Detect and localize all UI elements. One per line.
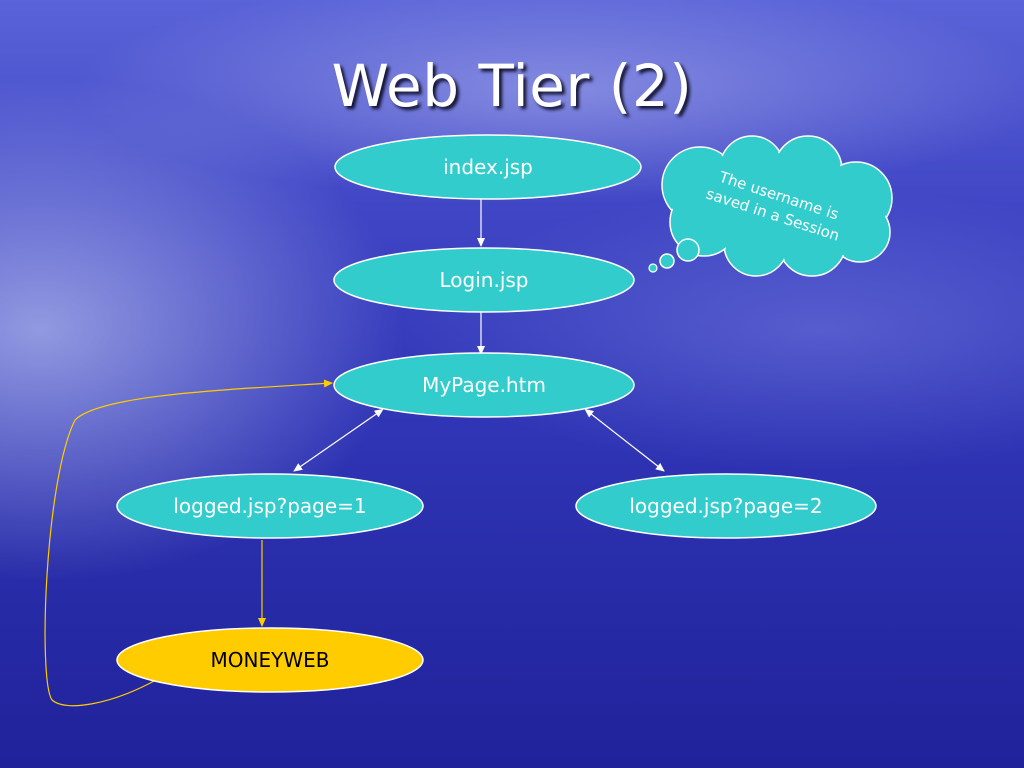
thought-bubble-small bbox=[648, 263, 658, 273]
node-logged-page-2[interactable]: logged.jsp?page=2 bbox=[575, 473, 877, 539]
thought-cloud-callout: The username is saved in a Session bbox=[648, 135, 893, 277]
node-moneyweb-label: MONEYWEB bbox=[211, 648, 330, 672]
node-logged-page-2-label: logged.jsp?page=2 bbox=[629, 494, 822, 518]
node-index-jsp-label: index.jsp bbox=[443, 155, 533, 179]
connector-mypage-logged1 bbox=[293, 408, 384, 472]
node-logged-page-1-label: logged.jsp?page=1 bbox=[173, 494, 366, 518]
connector-moneyweb-return bbox=[44, 379, 333, 707]
connector-mypage-logged2 bbox=[584, 408, 665, 472]
node-mypage-htm[interactable]: MyPage.htm bbox=[333, 352, 635, 418]
node-moneyweb[interactable]: MONEYWEB bbox=[116, 627, 424, 693]
slide-title: Web Tier (2) bbox=[331, 52, 693, 120]
node-login-jsp-label: Login.jsp bbox=[440, 268, 529, 292]
node-login-jsp[interactable]: Login.jsp bbox=[333, 247, 635, 313]
node-index-jsp[interactable]: index.jsp bbox=[334, 134, 642, 200]
thought-bubble-large bbox=[676, 238, 700, 262]
node-mypage-htm-label: MyPage.htm bbox=[422, 373, 546, 397]
node-logged-page-1[interactable]: logged.jsp?page=1 bbox=[116, 473, 424, 539]
thought-bubble-medium bbox=[659, 253, 675, 269]
